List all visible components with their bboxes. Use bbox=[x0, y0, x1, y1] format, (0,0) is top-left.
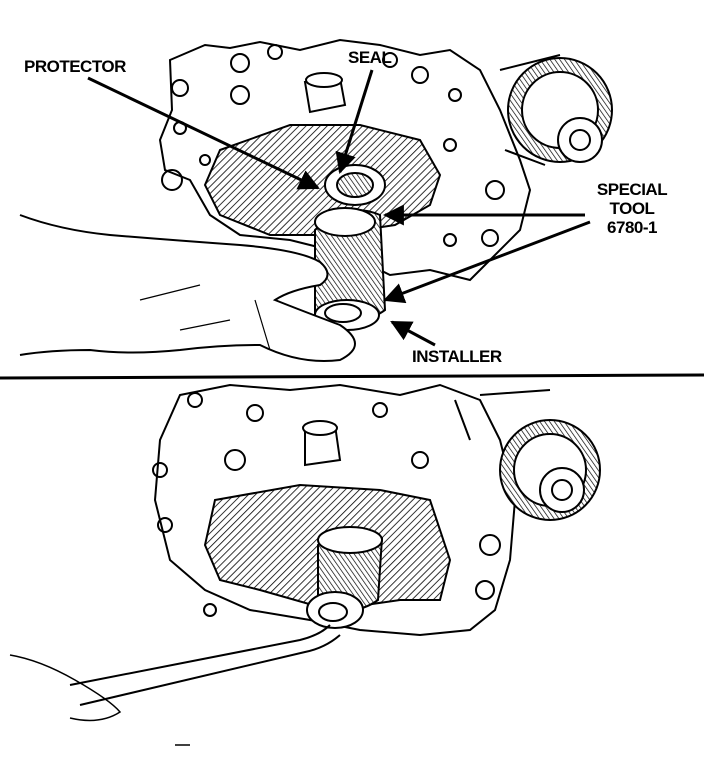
panel-divider bbox=[0, 373, 704, 380]
special-tool-label-line2: TOOL bbox=[609, 199, 655, 218]
crank-sprocket-top bbox=[499, 54, 613, 166]
special-tool-installer-bottom bbox=[306, 526, 384, 629]
special-tool-label-line1: SPECIAL bbox=[596, 180, 668, 199]
protector-label: PROTECTOR bbox=[24, 57, 126, 76]
special-tool-label-line3: 6780-1 bbox=[607, 218, 657, 237]
leader-lines bbox=[87, 69, 591, 347]
wrench-handle bbox=[69, 624, 341, 706]
protector-leader bbox=[87, 76, 320, 190]
special-tool-leader-2 bbox=[383, 220, 591, 304]
installer-label: INSTALLER bbox=[412, 347, 502, 366]
seal-label: SEAL bbox=[348, 48, 392, 67]
bolt-bosses-top bbox=[161, 44, 505, 247]
special-tool-label: SPECIAL TOOL 6780-1 bbox=[592, 180, 672, 237]
installer-leader bbox=[390, 320, 436, 347]
crank-sprocket-bottom bbox=[454, 389, 601, 521]
bottom-panel bbox=[9, 383, 601, 746]
seal-leader bbox=[335, 69, 374, 175]
